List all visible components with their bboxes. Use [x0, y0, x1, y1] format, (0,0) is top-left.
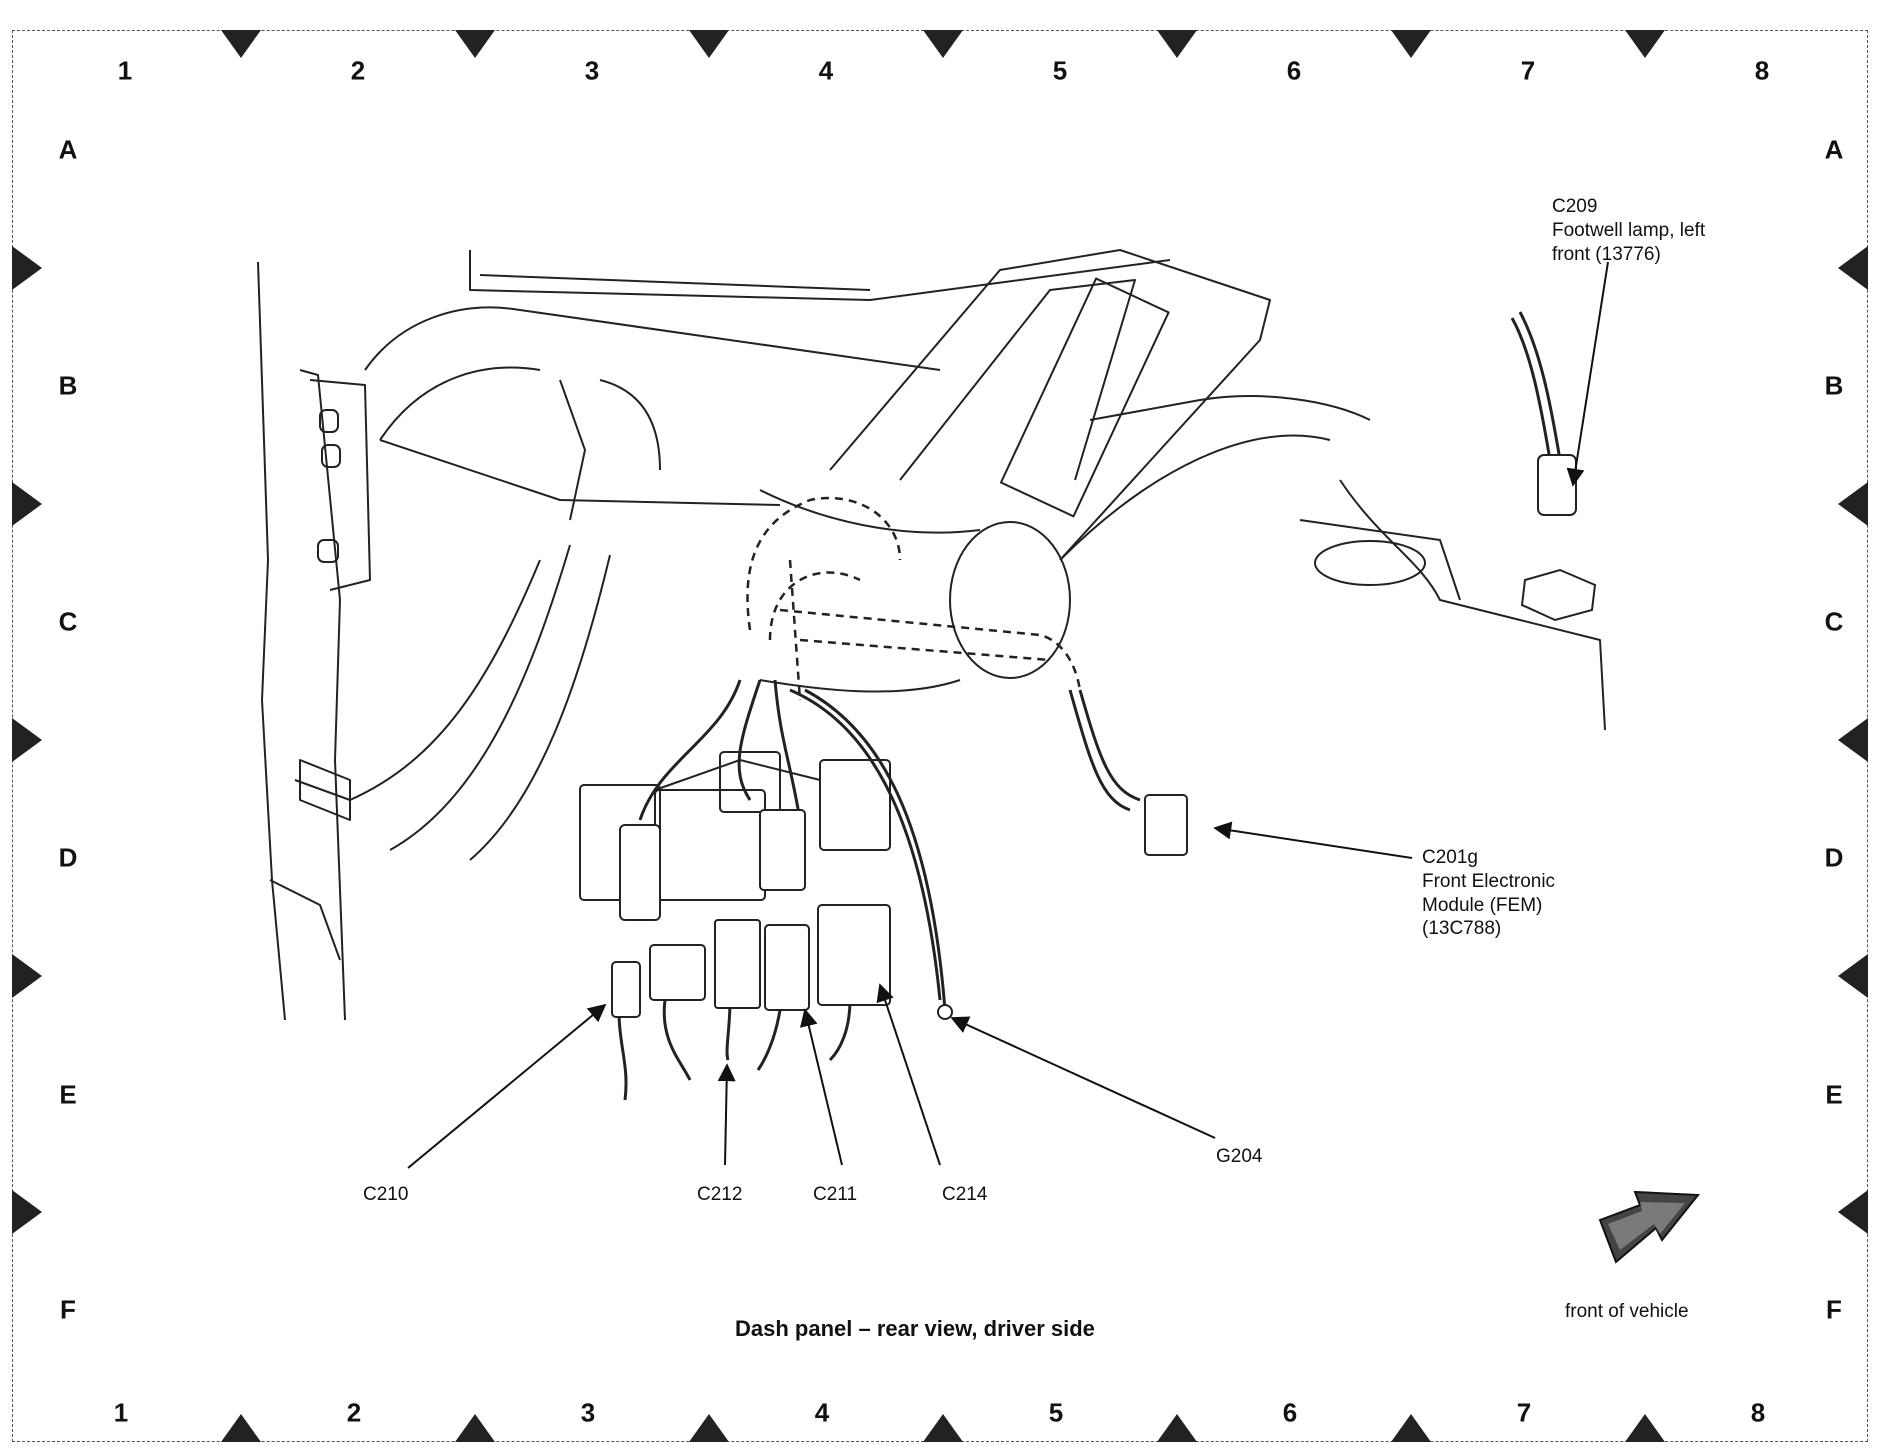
grid-row-left-A: A	[58, 134, 78, 165]
grid-row-right-E: E	[1825, 1079, 1843, 1110]
grid-edge-marker	[12, 718, 42, 762]
grid-edge-marker	[1838, 482, 1868, 526]
grid-edge-marker	[689, 1414, 729, 1442]
grid-edge-marker	[1157, 30, 1197, 58]
label-c212: C212	[697, 1184, 743, 1205]
grid-edge-marker	[1838, 246, 1868, 290]
front-of-vehicle-arrow-icon	[1598, 1190, 1701, 1264]
grid-edge-markers	[12, 30, 1868, 1442]
grid-col-top-1: 1	[117, 55, 133, 86]
grid-edge-marker	[1838, 1190, 1868, 1234]
grid-col-bottom-3: 3	[580, 1397, 596, 1428]
grid-row-left-F: F	[60, 1294, 76, 1325]
connector-c209	[1537, 454, 1577, 516]
grid-col-top-4: 4	[818, 55, 834, 86]
grid-edge-marker	[221, 1414, 261, 1442]
grid-edge-marker	[12, 1190, 42, 1234]
grid-edge-marker	[1625, 1414, 1665, 1442]
grid-row-left-C: C	[58, 606, 78, 637]
connector-c211	[764, 924, 810, 1011]
label-c209: C209 Footwell lamp, left front (13776)	[1552, 196, 1706, 265]
front-of-vehicle-label: front of vehicle	[1565, 1301, 1689, 1322]
label-c210: C210	[363, 1184, 409, 1205]
connectors	[611, 454, 1597, 1020]
grid-col-top-6: 6	[1286, 55, 1302, 86]
grid-row-right-B: B	[1824, 370, 1844, 401]
grid-row-left-E: E	[59, 1079, 77, 1110]
grid-edge-marker	[1391, 1414, 1431, 1442]
grid-col-bottom-7: 7	[1516, 1397, 1532, 1428]
grid-col-top-7: 7	[1520, 55, 1536, 86]
grid-edge-marker	[1838, 954, 1868, 998]
grid-row-right-D: D	[1824, 842, 1844, 873]
connector-c214	[817, 904, 891, 1006]
grid-edge-marker	[1625, 30, 1665, 58]
grid-edge-marker	[455, 1414, 495, 1442]
grid-edge-marker	[12, 954, 42, 998]
grid-col-bottom-4: 4	[814, 1397, 830, 1428]
label-c211: C211	[813, 1184, 858, 1205]
grid-edge-marker	[689, 30, 729, 58]
grid-edge-marker	[1391, 30, 1431, 58]
grid-row-right-C: C	[1824, 606, 1844, 637]
grid-row-left-B: B	[58, 370, 78, 401]
grid-edge-marker	[923, 30, 963, 58]
dash-structure	[257, 249, 1606, 1021]
wiring-harness-hidden	[746, 496, 1082, 701]
grid-row-left-D: D	[58, 842, 78, 873]
grid-edge-marker	[12, 482, 42, 526]
label-c201g: C201g Front Electronic Module (FEM) (13C…	[1422, 847, 1556, 940]
footwell-lamp-mount	[1520, 568, 1597, 622]
grid-col-bottom-8: 8	[1750, 1397, 1766, 1428]
grid-col-top-2: 2	[350, 55, 366, 86]
grid-col-top-3: 3	[584, 55, 600, 86]
grid-row-right-A: A	[1824, 134, 1844, 165]
grid-row-right-F: F	[1826, 1294, 1842, 1325]
connector-c210-mate	[619, 824, 661, 921]
callout-leaders	[407, 261, 1609, 1169]
grid-edge-marker	[12, 246, 42, 290]
diagram-title: Dash panel – rear view, driver side	[735, 1316, 1095, 1341]
grid-col-bottom-2: 2	[346, 1397, 362, 1428]
grid-col-bottom-6: 6	[1282, 1397, 1298, 1428]
grid-edge-marker	[923, 1414, 963, 1442]
grid-col-bottom-5: 5	[1048, 1397, 1064, 1428]
connector-c210	[611, 961, 641, 1018]
grid-edge-marker	[455, 30, 495, 58]
grid-col-top-5: 5	[1052, 55, 1068, 86]
label-c214: C214	[942, 1184, 988, 1205]
connector-c201g	[1144, 794, 1188, 856]
grid-edge-marker	[1838, 718, 1868, 762]
grid-edge-marker	[221, 30, 261, 58]
connector-c212	[714, 919, 761, 1009]
grid-col-top-8: 8	[1754, 55, 1770, 86]
connector-c211-mate	[759, 809, 806, 891]
ground-g204	[937, 1004, 953, 1020]
label-g204: G204	[1216, 1146, 1263, 1167]
grid-edge-marker	[1157, 1414, 1197, 1442]
connector-c212-body	[649, 944, 706, 1001]
grid-col-bottom-1: 1	[113, 1397, 129, 1428]
